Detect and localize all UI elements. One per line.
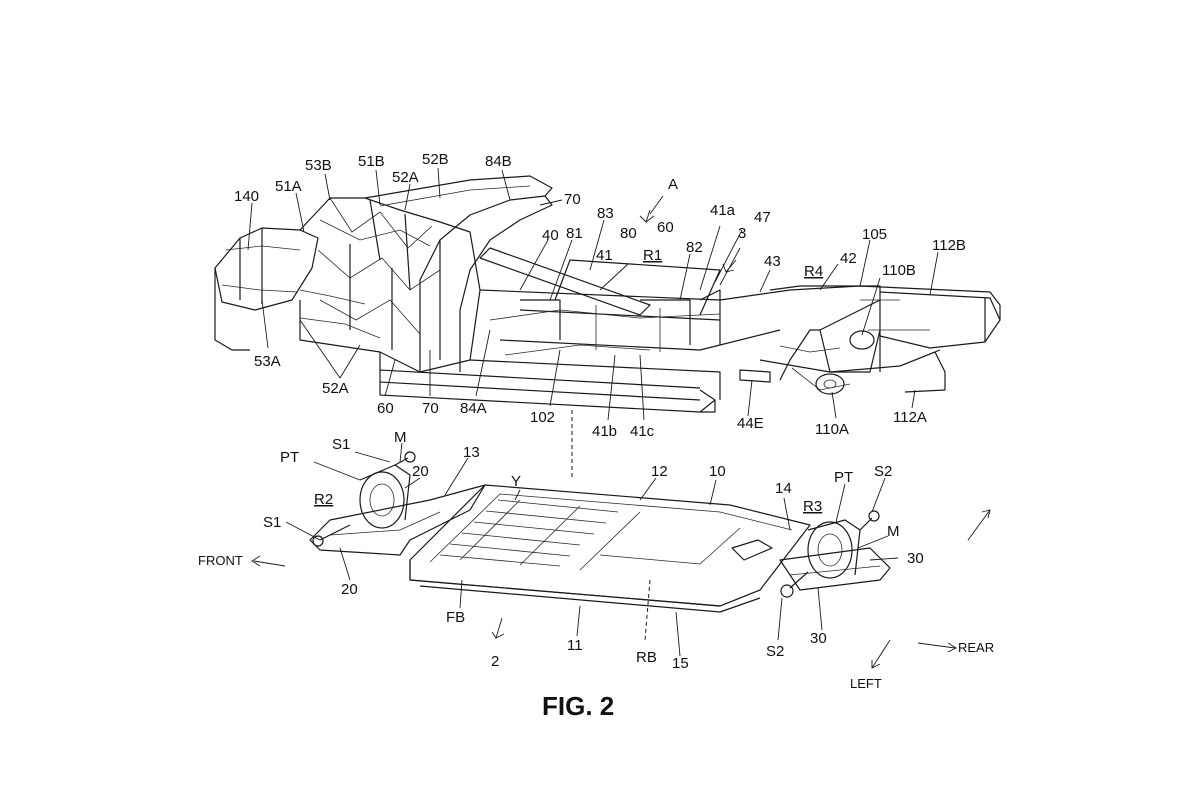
label-51A: 51A [275,178,302,195]
label-14: 14 [775,480,792,497]
label-52B: 52B [422,151,449,168]
label-51B: 51B [358,153,385,170]
label-43: 43 [764,253,781,270]
label-70-bottom: 70 [422,400,439,417]
rear-arrow [917,642,956,649]
front-arrow [253,560,286,567]
label-S2-top: S2 [874,463,892,480]
label-41b: 41b [592,423,617,440]
label-S1-top: S1 [332,436,350,453]
left-arrow [871,639,891,669]
label-60-bottom: 60 [377,400,394,417]
label-83: 83 [597,205,614,222]
label-42: 42 [840,250,857,267]
label-11: 11 [567,637,583,654]
label-front: FRONT [198,553,243,568]
label-3: 3 [738,225,746,242]
label-110A: 110A [815,421,849,438]
label-140: 140 [234,188,259,205]
up-arrow [967,509,991,541]
label-30-bottom: 30 [810,630,827,647]
label-12: 12 [651,463,668,480]
label-S2-bottom: S2 [766,643,784,660]
label-30-top: 30 [907,550,924,567]
label-20-bottom: 20 [341,581,358,598]
label-10: 10 [709,463,726,480]
label-M-right: M [887,523,900,540]
label-R4: R4 [804,263,823,280]
label-15: 15 [672,655,689,672]
label-PT-right: PT [834,469,853,486]
label-52A-top: 52A [392,169,419,186]
label-R2: R2 [314,491,333,508]
label-41a: 41a [710,202,736,219]
label-40: 40 [542,227,559,244]
leader-lines [247,167,939,657]
battery-platform-assembly [309,451,891,641]
label-105: 105 [862,226,887,243]
label-70-top: 70 [564,191,581,208]
label-102: 102 [530,409,555,426]
label-Y: Y [511,473,521,490]
label-RB: RB [636,649,657,666]
label-R1: R1 [643,247,662,264]
body-frame-assembly [214,175,1001,413]
reference-labels: 140 53B 51A 51B 52A 52B 84B 70 A 83 41a … [198,151,994,691]
label-M-left: M [394,429,407,446]
label-84B: 84B [485,153,512,170]
label-82: 82 [686,239,703,256]
label-left: LEFT [850,676,882,691]
label-112A: 112A [893,409,927,426]
label-41: 41 [596,247,613,264]
label-47: 47 [754,209,771,226]
label-110B: 110B [882,262,916,279]
label-112B: 112B [932,237,966,254]
label-PT-left: PT [280,449,299,466]
label-A: A [668,176,678,193]
label-R3: R3 [803,498,822,515]
label-52A-bottom: 52A [322,380,349,397]
figure-title: FIG. 2 [542,691,614,721]
label-81: 81 [566,225,583,242]
label-FB: FB [446,609,465,626]
label-53A: 53A [254,353,281,370]
label-44E: 44E [737,415,764,432]
label-41c: 41c [630,423,655,440]
label-S1-left: S1 [263,514,281,531]
label-80: 80 [620,225,637,242]
label-60-top: 60 [657,219,674,236]
label-84A: 84A [460,400,487,417]
view-arrow-A [645,209,651,223]
label-53B: 53B [305,157,332,174]
label-13: 13 [463,444,480,461]
label-2: 2 [491,653,499,670]
label-20-top: 20 [412,463,429,480]
label-rear: REAR [958,640,994,655]
direction-arrows [251,209,991,669]
